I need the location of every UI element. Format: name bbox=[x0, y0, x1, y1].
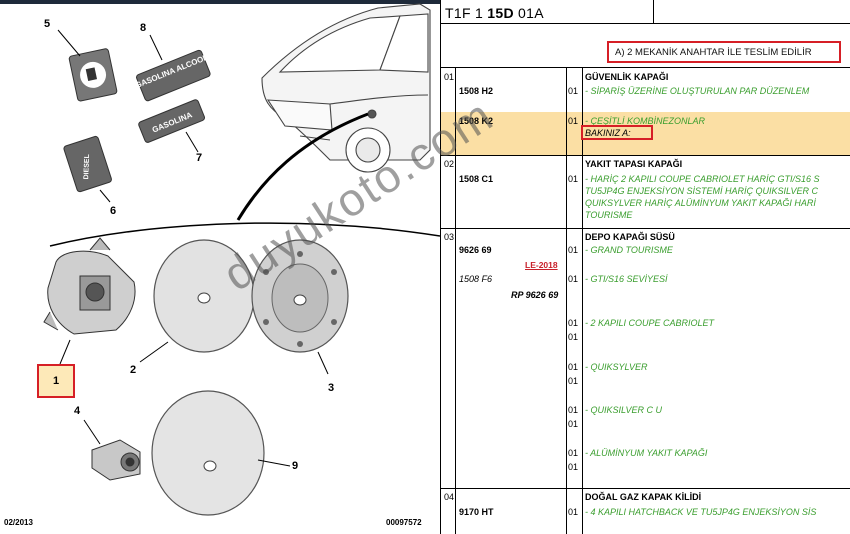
part-description: TOURISME bbox=[585, 210, 633, 220]
part-description: - SİPARİŞ ÜZERİNE OLUŞTURULAN PAR DÜZENL… bbox=[585, 86, 810, 96]
quantity: 01 bbox=[568, 245, 579, 255]
part-description: - ÇEŞİTLİ KOMBİNEZONLAR bbox=[585, 116, 706, 126]
part-number[interactable]: 1508 H2 bbox=[459, 86, 494, 96]
group-title: DOĞAL GAZ KAPAK KİLİDİ bbox=[585, 492, 702, 502]
quantity: 01 bbox=[568, 362, 579, 372]
lock-barrel bbox=[91, 439, 141, 481]
ring-cap bbox=[251, 239, 349, 353]
frame-arc bbox=[49, 222, 440, 247]
quantity: 01 bbox=[568, 507, 579, 517]
group-number: 02 bbox=[444, 159, 455, 169]
diagram-top-bar bbox=[0, 0, 440, 4]
locking-cap-mechanism bbox=[43, 237, 136, 335]
quantity: 01 bbox=[568, 376, 579, 386]
part-number[interactable]: 9170 HT bbox=[459, 507, 494, 517]
gasolina-alcool-decal: GASOLINA ALCOOL bbox=[134, 49, 211, 102]
svg-text:DIESEL: DIESEL bbox=[83, 153, 91, 179]
part-description: - 4 KAPILI HATCHBACK VE TU5JP4G ENJEKSİY… bbox=[585, 507, 817, 517]
part-description: QUIKSYLVER HARİÇ ALÜMİNYUM YAKIT KAPAĞI … bbox=[585, 198, 816, 208]
part-number[interactable]: 1508 K2 bbox=[459, 116, 494, 126]
callout-2: 2 bbox=[130, 364, 137, 376]
callout-3: 3 bbox=[328, 382, 335, 394]
part-number[interactable]: 1508 C1 bbox=[459, 174, 494, 184]
part-description: - HARİÇ 2 KAPILI COUPE CABRIOLET HARİÇ G… bbox=[585, 174, 820, 184]
diagram-drawing: GASOLINA ALCOOL GASOLINA DIESEL bbox=[43, 3, 440, 516]
part-description: - QUIKSILVER C U bbox=[585, 405, 663, 415]
quantity: 01 bbox=[568, 174, 579, 184]
gasolina-decal: GASOLINA bbox=[138, 99, 206, 143]
callout-7: 7 bbox=[196, 152, 203, 164]
diesel-decal: DIESEL bbox=[63, 135, 112, 193]
highlighted-row bbox=[441, 112, 850, 155]
quantity: 01 bbox=[568, 405, 579, 415]
quantity: 01 bbox=[568, 318, 579, 328]
group-number: 01 bbox=[444, 72, 455, 82]
part-description: - 2 KAPILI COUPE CABRIOLET bbox=[585, 318, 715, 328]
callout-9: 9 bbox=[292, 460, 299, 472]
group-title: YAKIT TAPASI KAPAĞI bbox=[585, 159, 683, 169]
part-description: - GRAND TOURISME bbox=[585, 245, 673, 255]
callout-8: 8 bbox=[140, 22, 147, 34]
replacement-part: RP 9626 69 bbox=[511, 290, 559, 300]
flat-disc bbox=[151, 390, 265, 516]
parts-list: T1F 1 15D 01A A) 2 MEKANİK ANAHTAR İLE T… bbox=[440, 0, 850, 534]
see-reference-highlight bbox=[581, 125, 653, 140]
quantity: 01 bbox=[568, 419, 579, 429]
quantity: 01 bbox=[568, 116, 579, 126]
plain-cap bbox=[153, 239, 255, 353]
car-illustration bbox=[261, 3, 431, 173]
note-area: A) 2 MEKANİK ANAHTAR İLE TESLİM EDİLİR bbox=[441, 24, 850, 68]
diagram-date: 02/2013 bbox=[4, 518, 33, 527]
quantity: 01 bbox=[568, 274, 579, 284]
part-description: - GTI/S16 SEVİYESİ bbox=[585, 274, 668, 284]
parts-diagram: GASOLINA ALCOOL GASOLINA DIESEL bbox=[0, 0, 440, 527]
fuel-pump-decal bbox=[68, 48, 118, 102]
quantity: 01 bbox=[568, 462, 579, 472]
part-description: TU5JP4G ENJEKSİYON SİSTEMİ HARİÇ QUIKSIL… bbox=[585, 186, 819, 196]
group-title: GÜVENLİK KAPAĞI bbox=[585, 72, 669, 82]
diagram-number: 00097572 bbox=[386, 518, 422, 527]
note-box: A) 2 MEKANİK ANAHTAR İLE TESLİM EDİLİR bbox=[607, 41, 841, 63]
part-number[interactable]: 9626 69 bbox=[459, 245, 492, 255]
group-title: DEPO KAPAĞI SÜSÜ bbox=[585, 232, 675, 242]
quantity: 01 bbox=[568, 86, 579, 96]
leader-line-car bbox=[236, 112, 369, 221]
reference-row: T1F 1 15D 01A bbox=[441, 0, 850, 24]
callout-4: 4 bbox=[74, 405, 81, 417]
part-description: - ALÜMİNYUM YAKIT KAPAĞI bbox=[585, 448, 708, 458]
see-reference: BAKINIZ A: bbox=[585, 128, 631, 138]
callout-1: 1 bbox=[53, 375, 60, 387]
quantity: 01 bbox=[568, 332, 579, 342]
reference-link[interactable]: LE-2018 bbox=[525, 260, 558, 270]
callout-5: 5 bbox=[44, 18, 51, 30]
group-number: 04 bbox=[444, 492, 455, 502]
alt-part-number[interactable]: 1508 F6 bbox=[459, 274, 493, 284]
reference-code: T1F 1 15D 01A bbox=[445, 5, 544, 21]
group-number: 03 bbox=[444, 232, 455, 242]
callout-6: 6 bbox=[110, 205, 117, 217]
part-description: - QUIKSYLVER bbox=[585, 362, 648, 372]
callout-1-highlight: 1 bbox=[37, 364, 75, 398]
quantity: 01 bbox=[568, 448, 579, 458]
